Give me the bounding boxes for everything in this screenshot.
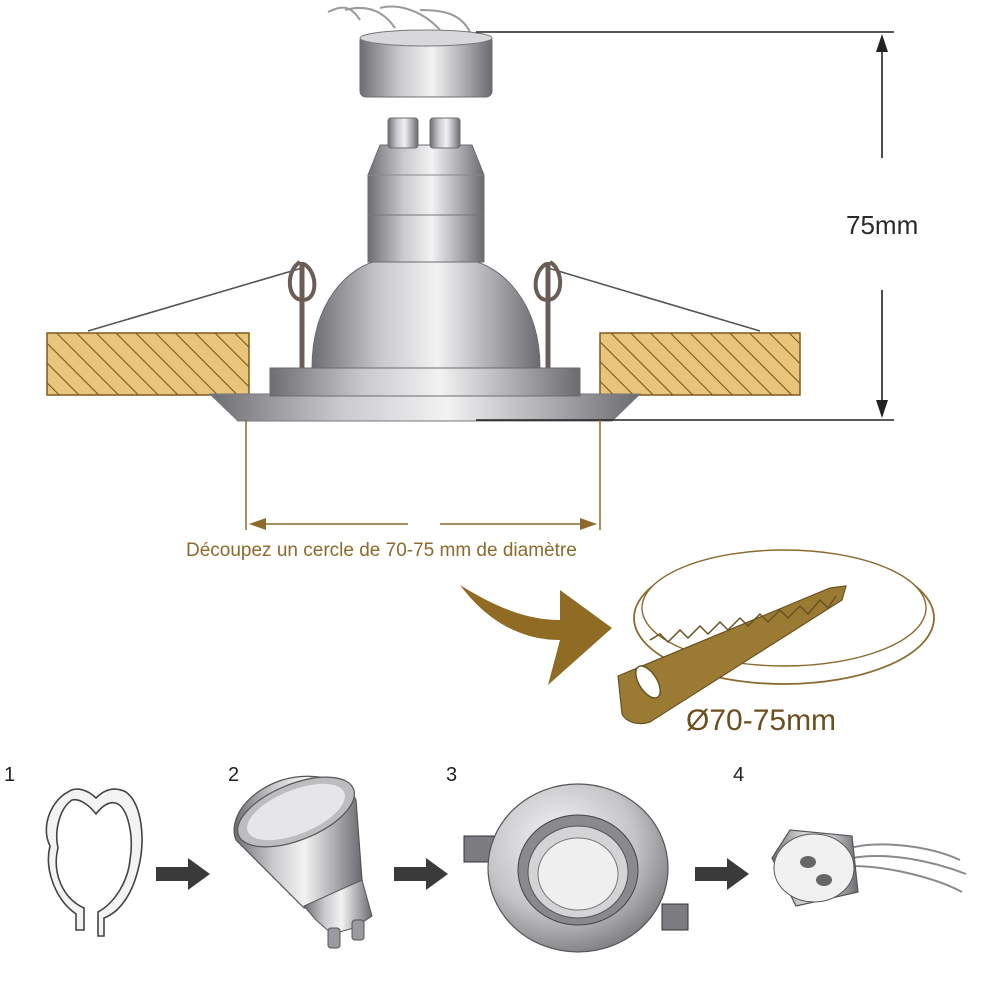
step-arrow-2 xyxy=(394,858,448,890)
fixture-flange xyxy=(208,367,642,422)
step-number-1: 1 xyxy=(4,764,16,786)
cutout-instruction-label: Découpez un cercle de 70-75 mm de diamèt… xyxy=(186,540,577,561)
step-arrow-3 xyxy=(695,858,749,890)
ceiling-right-section xyxy=(599,332,801,396)
step-number-2: 2 xyxy=(228,764,240,786)
step-number-4: 4 xyxy=(733,764,745,786)
saw-icon xyxy=(617,585,847,725)
spotlight-frame-icon xyxy=(463,783,689,953)
gu10-bulb-icon xyxy=(233,775,373,949)
gu10-socket-icon xyxy=(771,829,967,907)
cut-width-dimension xyxy=(245,420,601,530)
curved-arrow-icon xyxy=(460,585,612,685)
bulb-reflector xyxy=(311,259,541,369)
height-dimension xyxy=(476,31,894,421)
spring-arm-right xyxy=(533,260,761,370)
spring-arm-left xyxy=(87,260,317,370)
spring-clip-icon xyxy=(45,788,143,937)
step-number-3: 3 xyxy=(446,764,458,786)
bulb-neck xyxy=(367,144,485,263)
bulb-pins xyxy=(387,117,461,149)
socket-top xyxy=(327,5,493,98)
cutout-diameter-label: Ø70-75mm xyxy=(686,704,837,737)
height-dimension-label: 75mm xyxy=(846,210,919,240)
step-arrow-1 xyxy=(156,858,210,890)
ceiling-left-section xyxy=(46,332,250,396)
